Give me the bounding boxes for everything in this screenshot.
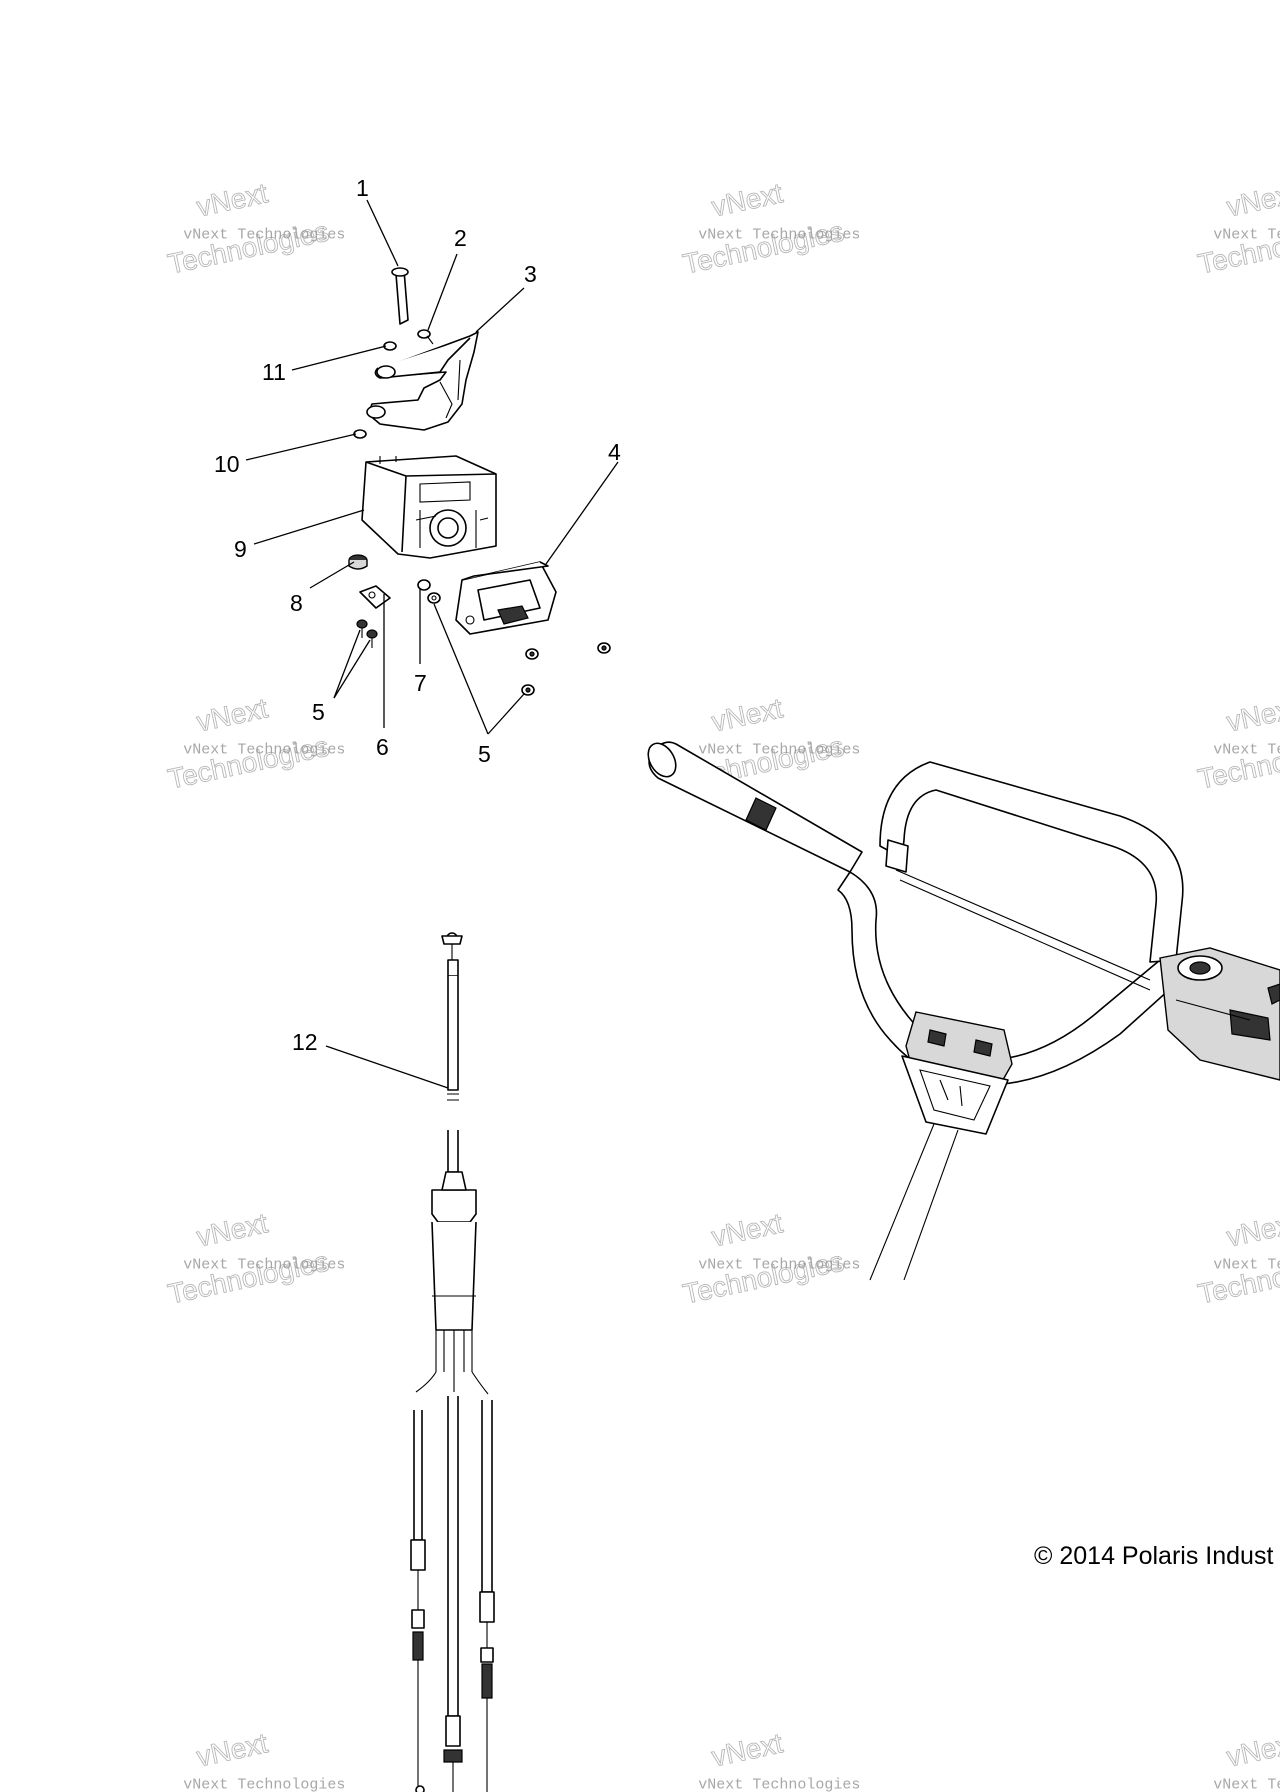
watermark: vNext vNext Technologies Technologies (680, 1207, 861, 1310)
svg-text:vNext: vNext (709, 177, 786, 222)
callout-9: 9 (234, 536, 247, 562)
handlebar-assembly (647, 741, 1280, 1281)
callout-1: 1 (356, 175, 369, 201)
leader-lines (245, 199, 619, 1089)
svg-text:vNext Technologies: vNext Technologies (1213, 1256, 1280, 1273)
part-screws (356, 619, 611, 696)
watermark: vNext vNext Technologies (1213, 1727, 1280, 1792)
watermark: vNext vNext Technologies (698, 1727, 860, 1792)
svg-text:vNext: vNext (1224, 1207, 1280, 1252)
svg-text:vNext Technologies: vNext Technologies (183, 741, 345, 758)
callout-8: 8 (290, 590, 303, 616)
svg-text:vNext Technologies: vNext Technologies (698, 1256, 860, 1273)
svg-text:vNext Technologies: vNext Technologies (183, 226, 345, 243)
svg-text:vNext Technologies: vNext Technologies (1213, 1776, 1280, 1792)
callout-12: 12 (292, 1029, 318, 1055)
svg-text:vNext: vNext (194, 177, 271, 222)
callout-4: 4 (608, 439, 621, 465)
svg-text:vNext: vNext (194, 1207, 271, 1252)
part-clip (417, 329, 434, 345)
svg-text:Technologies: Technologies (680, 215, 846, 279)
part-cable (410, 932, 495, 1792)
part-screw (525, 648, 539, 660)
svg-text:Technologies: Technologies (680, 1245, 846, 1309)
svg-text:vNext Technologies: vNext Technologies (1213, 226, 1280, 243)
part-screw (521, 684, 535, 696)
callout-6: 6 (376, 734, 389, 760)
callout-2: 2 (454, 225, 467, 251)
callout-5: 5 (312, 699, 325, 725)
svg-text:vNext Technologies: vNext Technologies (698, 226, 860, 243)
svg-text:vNext: vNext (1224, 177, 1280, 222)
part-washer (417, 579, 441, 604)
part-screw (356, 619, 368, 638)
svg-text:vNext Technologies: vNext Technologies (183, 1776, 345, 1792)
part-knob (348, 554, 368, 570)
callout-11: 11 (262, 359, 286, 385)
svg-text:Technologies: Technologies (1195, 1245, 1280, 1309)
part-screw (366, 629, 378, 648)
svg-text:vNext: vNext (709, 692, 786, 737)
svg-text:vNext Technologies: vNext Technologies (1213, 741, 1280, 758)
svg-text:Technologies: Technologies (1195, 730, 1280, 794)
watermark: vNext vNext Technologies Technologies (1195, 692, 1280, 795)
watermark: vNext vNext Technologies Technologies (1195, 177, 1280, 280)
watermark: vNext vNext Technologies (183, 1727, 345, 1792)
svg-text:vNext: vNext (1224, 692, 1280, 737)
handlebar-clamp (901, 1011, 1013, 1135)
watermark: vNext vNext Technologies Technologies (680, 177, 861, 280)
copyright-notice: © 2014 Polaris Indust (1034, 1542, 1273, 1570)
watermark: vNext vNext Technologies Technologies (165, 177, 346, 280)
part-screw (597, 642, 611, 654)
watermark: vNext vNext Technologies Technologies (1195, 1207, 1280, 1310)
svg-text:vNext Technologies: vNext Technologies (698, 1776, 860, 1792)
callout-5: 5 (478, 741, 491, 767)
svg-text:Technologies: Technologies (1195, 215, 1280, 279)
part-plate (359, 585, 391, 609)
svg-text:vNext Technologies: vNext Technologies (183, 1256, 345, 1273)
callouts: 1 2 3 4 11 10 9 8 5 6 7 5 12 (214, 175, 621, 1055)
part-bracket (366, 331, 479, 431)
callout-3: 3 (524, 261, 537, 287)
svg-text:Technologies: Technologies (165, 730, 331, 794)
svg-text:vNext: vNext (709, 1207, 786, 1252)
part-pin (391, 267, 409, 325)
svg-text:vNext: vNext (194, 1727, 271, 1772)
part-cover (455, 561, 557, 635)
svg-text:vNext: vNext (1224, 1727, 1280, 1772)
svg-text:vNext: vNext (194, 692, 271, 737)
watermark: vNext vNext Technologies Technologies (165, 1207, 346, 1310)
callout-10: 10 (214, 451, 240, 477)
watermark: vNext vNext Technologies Technologies (165, 692, 346, 795)
svg-text:vNext: vNext (709, 1727, 786, 1772)
callout-7: 7 (414, 670, 427, 696)
handlebar-control-housing (1159, 947, 1280, 1081)
svg-text:vNext Technologies: vNext Technologies (698, 741, 860, 758)
part-housing (361, 455, 497, 559)
svg-text:Technologies: Technologies (165, 215, 331, 279)
svg-text:Technologies: Technologies (165, 1245, 331, 1309)
